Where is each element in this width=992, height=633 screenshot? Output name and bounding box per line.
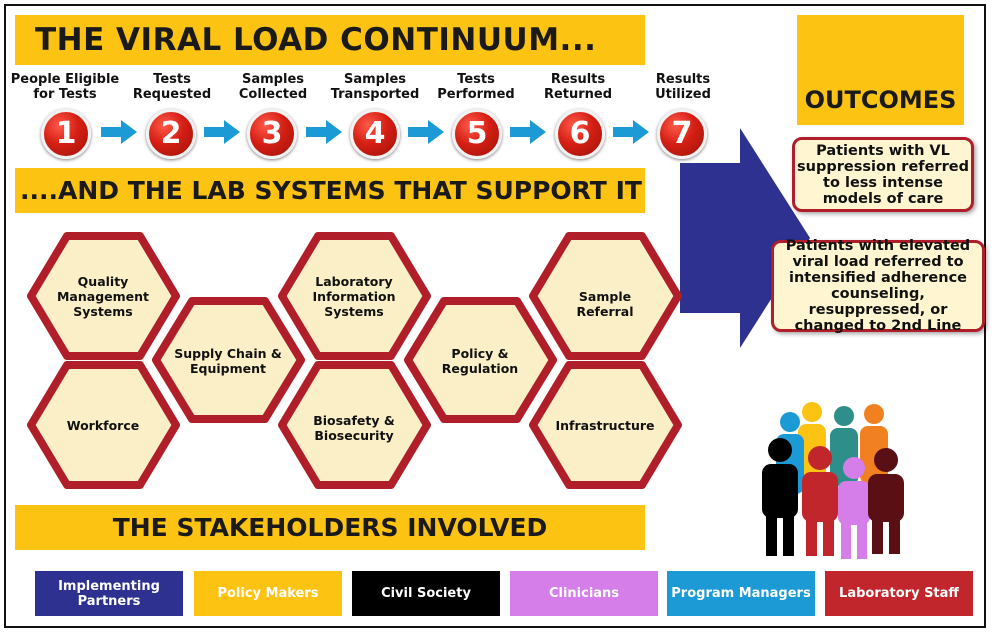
stakeholder-implementing-partners: Implementing Partners (35, 571, 183, 616)
step-label-1: People Eligible for Tests (10, 72, 120, 102)
step-number-1: 1 (41, 109, 91, 159)
step-label-5: Tests Performed (437, 72, 515, 102)
step-number-2: 2 (146, 109, 196, 159)
step-label-4: Samples Transported (330, 72, 420, 102)
lab-system-biosafety: Biosafety & Biosecurity (313, 413, 395, 443)
hexagon-biosafety (278, 361, 431, 489)
diagram-frame (4, 4, 986, 628)
hexagon-quality (27, 232, 180, 360)
stakeholder-program-managers: Program Managers (667, 571, 815, 616)
stakeholder-clinicians: Clinicians (510, 571, 658, 616)
stakeholder-label: Civil Society (381, 586, 471, 601)
hexagon-supply-chain (152, 297, 305, 423)
right-arrow-icon (408, 120, 444, 144)
step-label-7: Results Utilized (655, 72, 711, 102)
lab-system-infrastructure: Infrastructure (555, 418, 655, 433)
right-arrow-icon (510, 120, 546, 144)
outcome-elevated-text: Patients with elevated viral load referr… (785, 238, 971, 334)
outcomes-heading: OUTCOMES (797, 15, 964, 125)
lab-system-policy: Policy & Regulation (441, 346, 519, 376)
stakeholder-civil-society: Civil Society (352, 571, 500, 616)
outcome-elevated: Patients with elevated viral load referr… (771, 238, 985, 334)
lab-system-supply-chain: Supply Chain & Equipment (174, 346, 282, 376)
step-label-2: Tests Requested (132, 72, 212, 102)
right-arrow-icon (306, 120, 342, 144)
stakeholder-label: Policy Makers (217, 586, 319, 601)
right-arrow-icon (204, 120, 240, 144)
lab-system-lis: Laboratory Information Systems (312, 274, 396, 319)
continuum-heading: THE VIRAL LOAD CONTINUUM... (15, 15, 645, 65)
step-number-3: 3 (247, 109, 297, 159)
step-number-4: 4 (350, 109, 400, 159)
hexagon-policy (404, 297, 557, 423)
step-label-6: Results Returned (543, 72, 613, 102)
right-arrow-icon (101, 120, 137, 144)
stakeholder-label: Clinicians (548, 586, 620, 601)
hexagon-workforce (27, 361, 180, 489)
hexagon-sample-referral (529, 232, 682, 360)
stakeholder-label: Implementing Partners (58, 578, 160, 609)
stakeholders-heading: THE STAKEHOLDERS INVOLVED (15, 505, 645, 550)
step-number-5: 5 (452, 109, 502, 159)
hexagon-infrastructure (529, 361, 682, 489)
step-number-7: 7 (657, 109, 707, 159)
lab-systems-heading: ....AND THE LAB SYSTEMS THAT SUPPORT IT (15, 168, 645, 213)
large-right-arrow-icon (680, 128, 810, 348)
hexagon-lis (278, 232, 431, 360)
stakeholder-laboratory-staff: Laboratory Staff (825, 571, 973, 616)
outcome-suppression: Patients with VL suppression referred to… (792, 137, 974, 212)
stakeholder-policy-makers: Policy Makers (194, 571, 342, 616)
stakeholder-label: Program Managers (671, 586, 811, 601)
stakeholder-label: Laboratory Staff (839, 586, 959, 601)
outcome-suppression-text: Patients with VL suppression referred to… (797, 142, 969, 207)
lab-system-quality: Quality Management Systems (56, 274, 149, 319)
step-number-6: 6 (555, 109, 605, 159)
people-group-icon (762, 402, 904, 559)
lab-system-sample-referral: Sample Referral (576, 289, 634, 319)
step-label-3: Samples Collected (238, 72, 308, 102)
lab-system-workforce: Workforce (66, 418, 140, 433)
right-arrow-icon (613, 120, 649, 144)
